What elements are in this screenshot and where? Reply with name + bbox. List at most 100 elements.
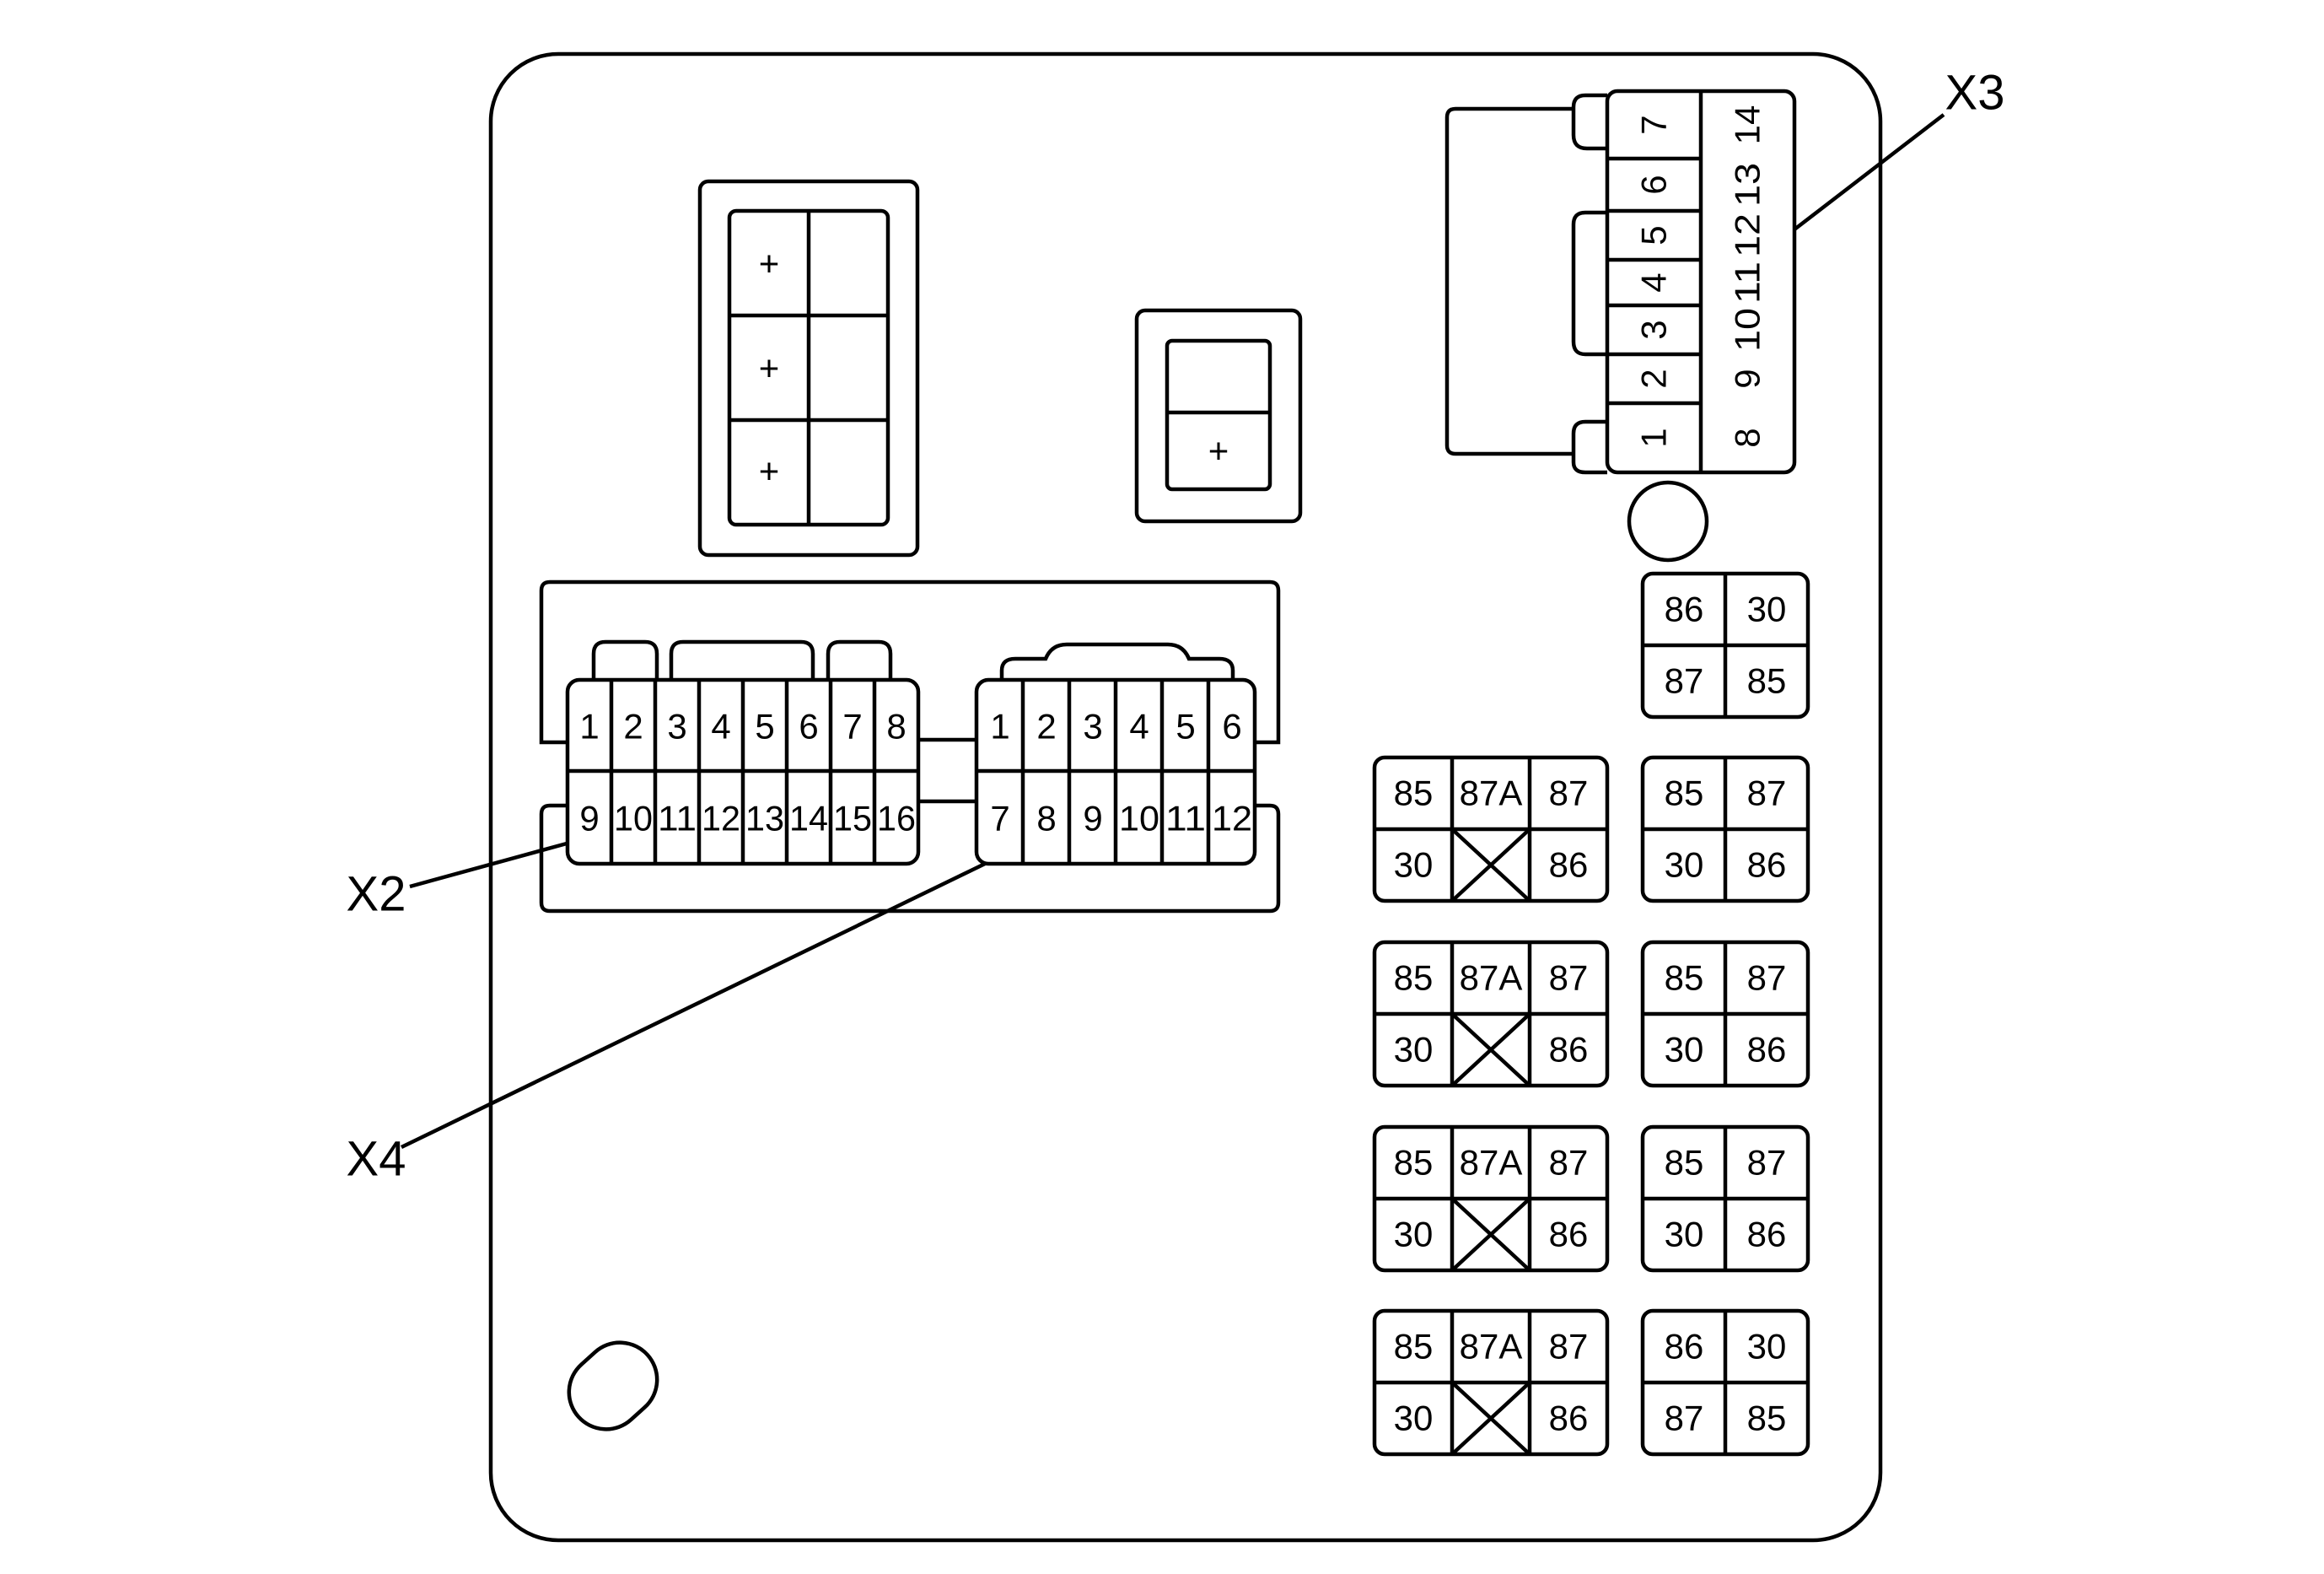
- relay-terminal-85: 85: [1394, 1143, 1434, 1183]
- x4-pin: 7: [990, 799, 1009, 838]
- x4-pin: 1: [990, 707, 1009, 747]
- x3-pin: 13: [1728, 163, 1767, 207]
- relay-terminal-86: 86: [1549, 1215, 1589, 1254]
- relay-2x2-labels-3: 85 87 30 86: [1665, 958, 1787, 1070]
- relay-terminal: 86: [1747, 845, 1787, 885]
- relay-terminal: 86: [1665, 590, 1704, 629]
- x2-pin: 16: [877, 799, 916, 838]
- x2-pin: 15: [833, 799, 872, 838]
- x2-leader-line: [409, 841, 568, 889]
- x2-pin: 8: [886, 707, 906, 747]
- x3-pin: 9: [1728, 369, 1767, 388]
- relay-terminal: 30: [1665, 845, 1704, 885]
- relay-terminal-87a: 87A: [1460, 1143, 1523, 1183]
- relay-socket-3col-3: [1372, 1124, 1610, 1273]
- relay-terminal-86: 86: [1549, 1399, 1589, 1438]
- fuse-plus-3: +: [759, 451, 780, 491]
- x3-pin: 6: [1634, 175, 1674, 194]
- relay-terminal: 85: [1747, 1399, 1787, 1438]
- relay-3col-labels-3: 85 87A 87 30 86: [1394, 1143, 1589, 1254]
- fuse-block-triple: [697, 179, 920, 558]
- relay-socket-2x2-3: [1640, 940, 1810, 1088]
- x4-connector-body: [974, 677, 1257, 866]
- relay-terminal-86: 86: [1549, 845, 1589, 885]
- fuse-plus-1: +: [759, 244, 780, 283]
- x2-pin: 4: [711, 707, 730, 747]
- relay-terminal: 86: [1747, 1030, 1787, 1070]
- x4-pin: 4: [1129, 707, 1149, 747]
- x2-pin: 12: [702, 799, 740, 838]
- x2-pin: 5: [755, 707, 774, 747]
- relay-terminal-30: 30: [1394, 845, 1434, 885]
- x4-pin: 11: [1165, 799, 1206, 838]
- x4-pin: 12: [1212, 799, 1252, 838]
- relay-terminal: 85: [1747, 661, 1787, 701]
- x3-pin: 14: [1728, 105, 1767, 145]
- relay-socket-2x2-2: [1640, 755, 1810, 903]
- x2-label: X2: [347, 867, 406, 922]
- x4-pin: 10: [1119, 799, 1159, 838]
- relay-terminal-87: 87: [1549, 1143, 1589, 1183]
- relay-terminal-87a: 87A: [1460, 958, 1523, 998]
- x2-pin: 11: [658, 799, 697, 838]
- relay-2x2-labels-4: 85 87 30 86: [1665, 1143, 1787, 1254]
- relay-2x2-labels-2: 85 87 30 86: [1665, 774, 1787, 885]
- x3-pin: 1: [1634, 428, 1674, 447]
- relay-terminal: 30: [1665, 1030, 1704, 1070]
- relay-socket-2x2-5: [1640, 1308, 1810, 1457]
- x4-pin: 5: [1175, 707, 1195, 747]
- x3-pin: 8: [1728, 428, 1767, 447]
- x2-connector-body: [565, 677, 921, 866]
- x2-pin: 1: [579, 707, 599, 747]
- x3-pin: 5: [1634, 225, 1674, 245]
- x4-label: X4: [347, 1132, 406, 1187]
- relay-terminal-85: 85: [1394, 774, 1434, 813]
- x3-pin: 3: [1634, 320, 1674, 339]
- relay-terminal: 87: [1747, 774, 1787, 813]
- x2-pin: 2: [623, 707, 643, 747]
- x3-pin: 2: [1634, 369, 1674, 388]
- mounting-hole-oval: [567, 1340, 659, 1431]
- relay-terminal: 87: [1747, 958, 1787, 998]
- relay-terminal-86: 86: [1549, 1030, 1589, 1070]
- relay-3col-labels-4: 85 87A 87 30 86: [1394, 1327, 1589, 1438]
- fuse-block-single: [1134, 308, 1303, 524]
- relay-terminal: 30: [1747, 590, 1787, 629]
- relay-terminal: 30: [1747, 1327, 1787, 1366]
- x3-pin: 11: [1728, 261, 1767, 304]
- x2-pin: 13: [745, 799, 784, 838]
- block-housing: [488, 51, 1883, 1543]
- relay-terminal-87: 87: [1549, 1327, 1589, 1366]
- x3-pin: 7: [1634, 115, 1674, 134]
- x4-pin: 3: [1083, 707, 1102, 747]
- relay-terminal-30: 30: [1394, 1215, 1434, 1254]
- relay-terminal-87: 87: [1549, 774, 1589, 813]
- relay-terminal: 85: [1665, 958, 1704, 998]
- fuse-plus-2: +: [759, 348, 780, 388]
- relay-terminal: 87: [1747, 1143, 1787, 1183]
- x4-pin: 9: [1083, 799, 1102, 838]
- relay-terminal-87a: 87A: [1460, 1327, 1523, 1366]
- fuse-plus-4: +: [1208, 431, 1229, 471]
- x3-connector-body: [1444, 89, 1797, 475]
- relay-terminal-85: 85: [1394, 958, 1434, 998]
- connector-housing: [539, 579, 1281, 914]
- x2-pin: 6: [799, 707, 818, 747]
- relay-socket-3col-2: [1372, 940, 1610, 1088]
- x4-pin: 6: [1222, 707, 1241, 747]
- relay-terminal-85: 85: [1394, 1327, 1434, 1366]
- x2-pin: 7: [842, 707, 862, 747]
- x3-leader-line: [1793, 113, 1945, 231]
- relay-terminal: 86: [1747, 1215, 1787, 1254]
- relay-3col-labels-1: 85 87A 87 30 86: [1394, 774, 1589, 885]
- x4-pin: 8: [1036, 799, 1056, 838]
- x2-pin: 14: [789, 799, 828, 838]
- relay-socket-2x2-4: [1640, 1124, 1810, 1273]
- relay-2x2-labels-1: 86 30 87 85: [1665, 590, 1787, 701]
- x2-pin: 3: [667, 707, 686, 747]
- relay-2x2-labels-5: 86 30 87 85: [1665, 1327, 1787, 1438]
- x3-pin: 4: [1634, 272, 1674, 292]
- relay-socket-3col-1: [1372, 755, 1610, 903]
- relay-3col-labels-2: 85 87A 87 30 86: [1394, 958, 1589, 1070]
